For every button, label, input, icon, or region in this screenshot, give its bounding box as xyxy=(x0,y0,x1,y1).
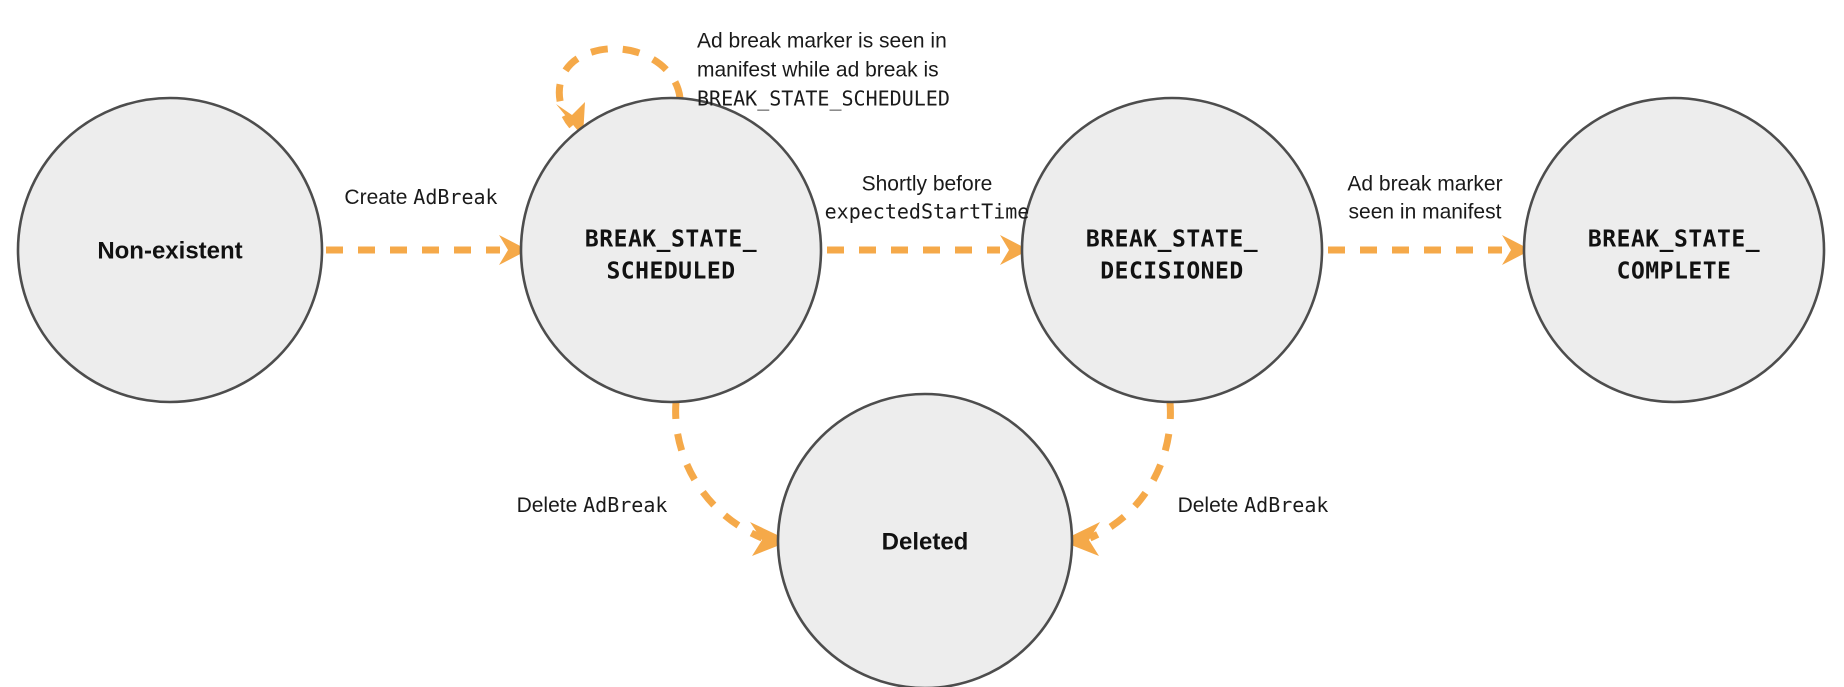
edge-decisioned-to-complete-label-line1: Ad break marker xyxy=(1347,173,1502,196)
edge-create-adbreak-label-prefix: Create xyxy=(344,186,413,209)
edge-decisioned-to-deleted-label-prefix: Delete xyxy=(1178,494,1245,517)
edge-scheduled-to-deleted-label-mono: AdBreak xyxy=(583,493,667,517)
node-non-existent-shape xyxy=(16,96,324,404)
edge-create-adbreak-label: Create AdBreak xyxy=(344,185,497,209)
edge-scheduled-to-deleted-label-prefix: Delete xyxy=(517,494,584,517)
node-break-state-scheduled-label-line1: BREAK_STATE_ xyxy=(585,227,757,253)
edge-scheduled-to-decisioned-label-line2: expectedStartTime xyxy=(825,200,1030,224)
edge-decisioned-to-deleted-label: Delete AdBreak xyxy=(1178,493,1329,517)
edge-decisioned-to-complete-arrowhead xyxy=(1502,235,1531,265)
edge-decisioned-to-deleted-line xyxy=(1088,401,1174,542)
edge-decisioned-to-deleted-arrowhead xyxy=(1061,522,1100,556)
node-break-state-complete[interactable]: BREAK_STATE_ COMPLETE xyxy=(1522,96,1826,404)
edge-scheduled-to-decisioned-label: Shortly before expectedStartTime xyxy=(825,173,1030,224)
edge-scheduled-to-decisioned-label-line1: Shortly before xyxy=(862,173,993,196)
edge-scheduled-self-loop[interactable] xyxy=(555,45,684,137)
node-break-state-scheduled-shape xyxy=(519,96,823,404)
node-break-state-scheduled-label-line2: SCHEDULED xyxy=(606,259,735,285)
edge-scheduled-self-loop-arrowhead xyxy=(556,102,585,137)
edge-decisioned-to-complete-label-line2: seen in manifest xyxy=(1349,201,1502,224)
node-break-state-complete-shape xyxy=(1522,96,1826,404)
node-break-state-complete-label-line1: BREAK_STATE_ xyxy=(1588,227,1760,253)
edge-create-adbreak[interactable] xyxy=(326,235,528,265)
edge-scheduled-self-loop-label-line2: manifest while ad break is xyxy=(697,59,939,82)
edge-scheduled-to-deleted-label: Delete AdBreak xyxy=(517,493,668,517)
node-break-state-decisioned-label-line1: BREAK_STATE_ xyxy=(1086,227,1258,253)
node-break-state-decisioned-label-line2: DECISIONED xyxy=(1100,259,1243,285)
node-non-existent[interactable]: Non-existent xyxy=(16,96,324,404)
node-non-existent-label: Non-existent xyxy=(97,237,242,264)
edge-create-adbreak-arrowhead xyxy=(499,235,528,265)
edge-scheduled-self-loop-label-line3: BREAK_STATE_SCHEDULED xyxy=(697,87,950,111)
edge-decisioned-to-complete[interactable] xyxy=(1328,235,1531,265)
node-deleted-shape xyxy=(776,392,1074,687)
edge-scheduled-to-decisioned-arrowhead xyxy=(1000,235,1029,265)
node-deleted-label: Deleted xyxy=(882,528,969,555)
edge-scheduled-self-loop-label-line1: Ad break marker is seen in xyxy=(697,30,947,53)
node-break-state-complete-label-line2: COMPLETE xyxy=(1617,259,1732,285)
node-break-state-decisioned-shape xyxy=(1020,96,1324,404)
edge-decisioned-to-deleted[interactable] xyxy=(1061,401,1174,556)
node-deleted[interactable]: Deleted xyxy=(776,392,1074,687)
edge-scheduled-to-deleted[interactable] xyxy=(672,401,790,556)
edge-scheduled-to-deleted-arrowhead xyxy=(750,522,790,556)
edge-decisioned-to-complete-label: Ad break marker seen in manifest xyxy=(1347,173,1502,224)
node-break-state-decisioned[interactable]: BREAK_STATE_ DECISIONED xyxy=(1020,96,1324,404)
node-break-state-scheduled[interactable]: BREAK_STATE_ SCHEDULED xyxy=(519,96,823,404)
edge-scheduled-self-loop-label: Ad break marker is seen in manifest whil… xyxy=(697,30,950,111)
edge-scheduled-to-deleted-line xyxy=(672,401,764,542)
edge-create-adbreak-label-mono: AdBreak xyxy=(413,185,497,209)
edge-decisioned-to-deleted-label-mono: AdBreak xyxy=(1244,493,1328,517)
edge-scheduled-to-decisioned[interactable] xyxy=(827,235,1029,265)
edge-scheduled-self-loop-line xyxy=(555,45,684,129)
